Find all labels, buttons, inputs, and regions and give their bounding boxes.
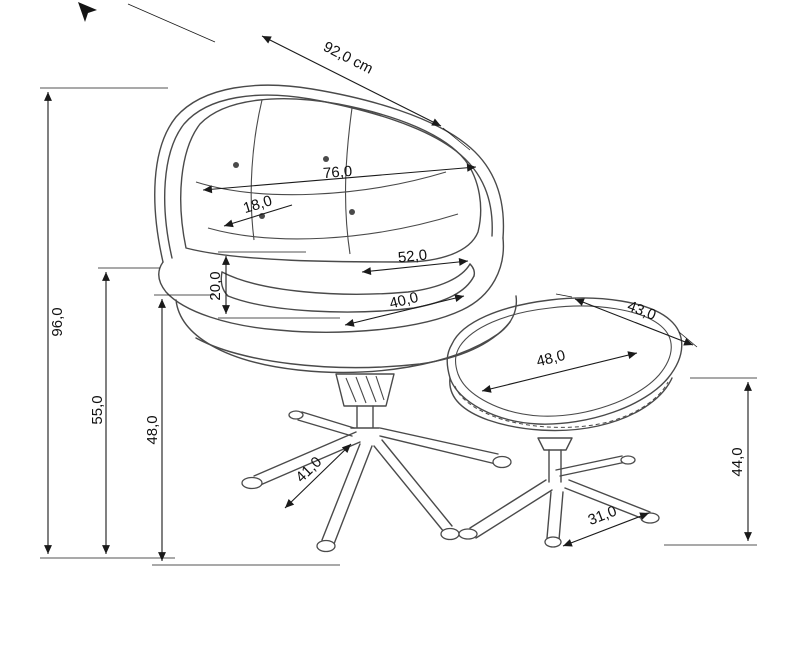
chair-seat-cushion-side [469,263,476,277]
chair-foot [316,539,336,553]
dim-label-backrest-depth: 18,0 [241,192,274,217]
dim-label-ottoman-width: 48,0 [535,347,567,371]
chair-mechanism [335,373,395,407]
dimension-ottoman-width: 48,0 [481,347,638,393]
ottoman-stitch-line [454,381,669,428]
dim-label-seat-width: 52,0 [397,247,428,267]
extension-line-topleft [127,3,216,43]
dimension-backrest-depth: 18,0 [223,192,293,228]
dim-label-cushion-thickness: 20,0 [207,271,224,300]
chair-foot [492,455,512,469]
dimension-base-chair: 41,0 [284,443,352,509]
chair-tufting-crease [250,99,263,241]
chair-foot [440,527,460,541]
dim-label-ottoman-base: 31,0 [586,503,619,529]
dimension-cushion-thickness: 20,0 [207,251,340,319]
extension-line [442,127,471,151]
ottoman-column [548,449,562,483]
mechanism-hatch [375,375,385,401]
dimension-seat-depth: 40,0 [344,289,465,327]
ottoman-leg-back [555,455,627,477]
dim-label-width-overall: 92,0 cm [320,38,375,77]
ottoman-drawing [446,297,683,548]
chair-foot [288,410,304,420]
dim-label-height-seat: 48,0 [144,415,161,444]
chair-leg-front-right [373,439,453,533]
dimension-width-overall: 92,0 cm [261,35,471,151]
dim-label-height-backrest: 55,0 [89,395,106,424]
chair-tufting-crease [207,213,459,240]
chair-foot [241,476,263,490]
dim-line-ottoman-depth [574,298,694,346]
dim-label-backrest-width: 76,0 [322,163,353,182]
armchair-drawing [154,84,518,553]
dim-line-ottoman-width [481,351,638,393]
mechanism-hatch [345,377,357,403]
ottoman-foot [620,455,636,465]
cursor-icon [78,2,97,22]
chair-lower-bowl [175,295,518,374]
mechanism-hatch [355,376,367,404]
extension-line [555,293,573,298]
ottoman-foot [458,528,478,540]
chair-leg-back [297,411,355,437]
dim-label-height-total: 96,0 [49,307,66,336]
tufting-button [349,209,355,215]
chair-tufting-crease [195,171,447,196]
dimension-ottoman-height: 44,0 [664,377,757,546]
dim-line-base-chair [284,443,352,509]
dim-label-ottoman-height: 44,0 [729,447,746,476]
ottoman-mount [537,437,573,451]
mechanism-hatch [365,375,377,403]
dimension-height-backrest: 55,0 [89,267,160,554]
chair-tufting-crease [344,107,353,255]
chair-seat-cushion-top [221,263,471,295]
dim-line-backrest-width [202,163,477,194]
chair-lower-bowl-rim [195,321,511,369]
chair-column [350,405,380,429]
dim-line-width-overall [261,35,442,127]
tufting-button [233,162,239,168]
chair-leg-front-left [321,443,373,545]
dimension-seat-width: 52,0 [361,247,469,276]
dimension-backrest-width: 76,0 [202,163,477,194]
ottoman-foot [544,536,562,548]
dim-line-seat-depth [344,294,465,327]
dimension-height-total: 96,0 [40,87,175,559]
ottoman-skirt [449,377,673,432]
dim-line-ottoman-base [562,512,650,547]
tufting-button [323,156,329,162]
ottoman-leg-front [546,491,564,541]
dim-line-backrest-depth [223,204,293,228]
chair-shell-front [158,237,505,333]
ottoman-leg-left [469,479,553,539]
dimension-height-seat: 48,0 [144,294,340,566]
dim-line-seat-width [361,257,469,276]
chair-leg-right [379,427,499,465]
dim-label-seat-depth: 40,0 [388,289,420,313]
dimension-ottoman-base: 31,0 [562,503,650,547]
ottoman-cushion-piping [455,305,672,417]
